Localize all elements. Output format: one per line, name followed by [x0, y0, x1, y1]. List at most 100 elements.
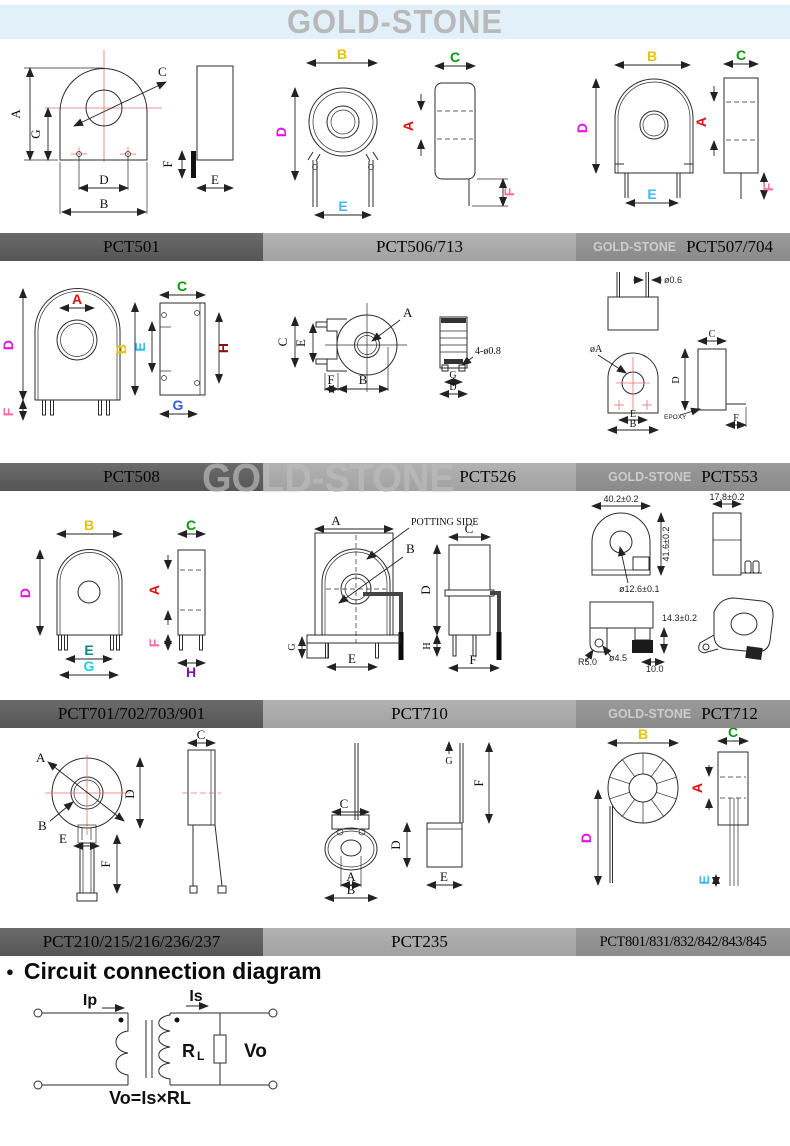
pct526-front-view: A: [315, 303, 413, 392]
load-resistor: [213, 1034, 227, 1064]
dim-label: D: [99, 172, 108, 187]
dim-label: C: [186, 517, 196, 533]
dim-label: H: [422, 642, 433, 649]
dim-label: A: [331, 513, 341, 528]
dim-label: G: [84, 658, 95, 674]
pct526-side-view: 4-ø0.8 G D: [439, 316, 501, 398]
dim-label: D: [273, 127, 289, 137]
pct501-dimensions: A G C D B: [8, 64, 167, 216]
model-label: PCT235: [391, 932, 448, 951]
dim-label: E: [348, 651, 356, 666]
dim-label: E: [338, 198, 347, 214]
circuit-wiring: [33, 1008, 278, 1090]
dim-label: B: [638, 726, 648, 742]
dim-label: D: [388, 840, 403, 849]
model-label: PCT712: [701, 704, 758, 723]
dim-label: B: [38, 818, 47, 833]
dim-label: F: [733, 413, 739, 424]
banner-pct526: PCT526: [263, 463, 576, 491]
dim-label: C: [177, 278, 187, 294]
dim-label: E: [59, 831, 67, 846]
dim-label: E: [696, 875, 712, 884]
dim-label: E: [440, 869, 448, 884]
model-label: PCT507/704: [686, 237, 773, 256]
dim-label: D: [122, 789, 137, 798]
dim-label: E: [630, 409, 636, 420]
banner-row-3: PCT701/702/703/901 PCT710 GOLD-STONE PCT…: [0, 700, 790, 728]
model-label: PCT506/713: [376, 237, 463, 256]
dim-label: C: [450, 49, 460, 65]
dim-label: F: [146, 638, 162, 647]
banner-pct712: GOLD-STONE PCT712: [576, 700, 790, 728]
pct210-side-view: C: [182, 727, 227, 894]
dim-label: A: [8, 109, 23, 119]
pct508-side-view: C B E H G: [113, 278, 231, 418]
dim-note: EPOXY: [664, 414, 687, 421]
pct507-drawing: B D E A C F: [574, 47, 776, 207]
formula-label: Vo=Is×RL: [109, 1088, 191, 1108]
pct712-perspective-view: [698, 597, 774, 661]
dim-label: B: [406, 541, 415, 556]
dim-label: A: [146, 585, 162, 595]
dim-label: D: [578, 833, 594, 843]
dim-label: H: [215, 343, 231, 353]
pct801-front-view: [607, 752, 679, 883]
banner-pct210-series: PCT210/215/216/236/237: [0, 928, 263, 956]
dim-label: B: [113, 344, 129, 354]
dim-label: B: [337, 46, 347, 62]
dim-label: B: [84, 517, 94, 533]
pct553-top-view: ø0.6: [607, 272, 682, 331]
dim-note: 4-ø0.8: [475, 346, 501, 357]
banner-row-1: PCT501 PCT506/713 GOLD-STONE PCT507/704: [0, 233, 790, 261]
pct235-side-view: G F D E: [388, 741, 493, 889]
banner-pct710: PCT710: [263, 700, 576, 728]
dim-label: A: [403, 305, 413, 320]
model-label: PCT710: [391, 704, 448, 723]
model-label: PCT801/831/832/842/843/845: [599, 933, 767, 950]
dim-label: F: [160, 160, 175, 167]
banner-pct553: GOLD-STONE PCT553: [576, 463, 790, 491]
pct710-front-view: POTTING SIDE B: [306, 517, 479, 660]
dim-value: 10.0: [646, 664, 664, 674]
page-header: GOLD-STONE: [0, 3, 790, 40]
dim-value: ø12.6±0.1: [619, 584, 659, 594]
dim-label: A: [693, 117, 709, 127]
pct507-front-view: [614, 78, 694, 198]
dim-label: F: [0, 407, 16, 416]
banner-pct801-series: PCT801/831/832/842/843/845: [576, 928, 790, 956]
dim-label: F: [501, 187, 517, 196]
dim-label: A: [346, 869, 356, 884]
pct501-front-view: [45, 50, 162, 162]
dim-label: E: [211, 172, 219, 187]
dim-label: D: [574, 123, 590, 133]
model-label: PCT210/215/216/236/237: [42, 932, 221, 951]
dim-label: C: [736, 47, 746, 63]
goldstone-watermark: GOLD-STONE: [608, 470, 692, 484]
pct710-side-view: C D H F: [418, 521, 502, 672]
pct235-drawing: C A B G F D E: [324, 741, 493, 902]
dim-label: E: [293, 339, 308, 347]
pct501-side-view: F E: [160, 65, 234, 192]
model-label: PCT526: [459, 467, 516, 486]
dim-label: D: [17, 588, 33, 598]
dim-label: B: [100, 196, 109, 211]
dim-label: G: [449, 370, 456, 381]
dim-label: øA: [590, 344, 603, 355]
dim-label: E: [84, 642, 93, 658]
pct712-side-view: 17.8±0.2: [710, 492, 762, 576]
load-resistor-subscript: L: [197, 1049, 204, 1063]
dim-label: A: [72, 291, 82, 307]
banner-pct501: PCT501: [0, 233, 263, 261]
pct712-bottom-view: R5.0 ø4.5 14.3±0.2 10.0: [578, 601, 697, 674]
dim-value: 17.8±0.2: [710, 492, 745, 502]
dim-label: F: [98, 860, 113, 867]
pct801-drawing: B D A C E: [578, 724, 749, 887]
dim-value: ø4.5: [609, 653, 627, 663]
pct506-front-view: [307, 87, 379, 207]
pct712-front-view: 40.2±0.2 41.6±0.2 ø12.6±0.1: [591, 494, 671, 594]
dim-label: E: [647, 186, 656, 202]
pct506-side-view: A C F: [400, 49, 517, 207]
dim-label: B: [347, 882, 356, 897]
dim-label: A: [36, 750, 46, 765]
